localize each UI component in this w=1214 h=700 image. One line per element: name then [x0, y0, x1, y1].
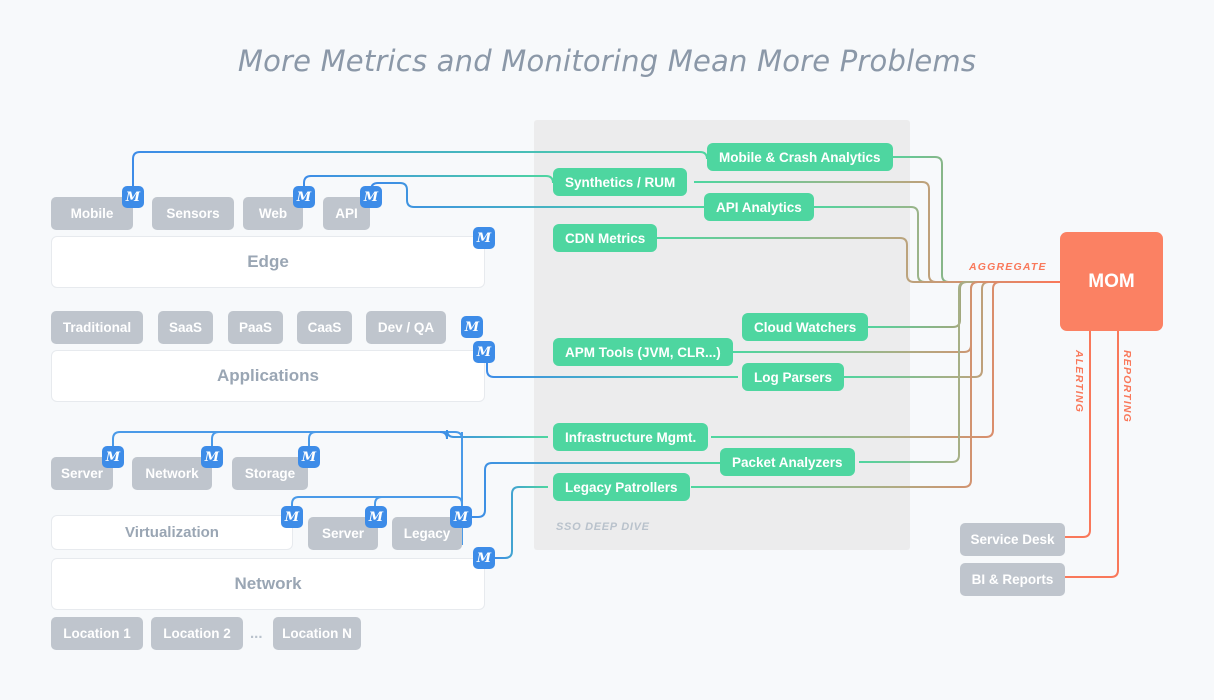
panel-label: SSO DEEP DIVE [556, 521, 650, 533]
tool-packet-analyzers[interactable]: Packet Analyzers [720, 448, 855, 476]
tool-api-analytics[interactable]: API Analytics [704, 193, 814, 221]
tool-synthetics-rum[interactable]: Synthetics / RUM [553, 168, 688, 196]
tool-infrastructure-mgmt[interactable]: Infrastructure Mgmt. [553, 423, 709, 451]
aggregate-label: AGGREGATE [969, 261, 1047, 273]
metric-badge[interactable]: M [473, 547, 495, 569]
tool-cloud-watchers[interactable]: Cloud Watchers [742, 313, 869, 341]
layer-edge: Edge [51, 236, 485, 288]
node-mobile[interactable]: Mobile [51, 197, 133, 230]
mom-box[interactable]: MOM [1060, 232, 1163, 331]
node-dev-qa[interactable]: Dev / QA [366, 311, 446, 344]
node-network[interactable]: Network [132, 457, 212, 490]
node-location-n[interactable]: Location N [273, 617, 361, 650]
node-caas[interactable]: CaaS [297, 311, 352, 344]
node-location-1[interactable]: Location 1 [51, 617, 143, 650]
metric-badge[interactable]: M [365, 506, 387, 528]
alerting-label: ALERTING [1073, 350, 1085, 414]
metric-badge[interactable]: M [293, 186, 315, 208]
metric-badge[interactable]: M [360, 186, 382, 208]
layer-applications: Applications [51, 350, 485, 402]
node-traditional[interactable]: Traditional [51, 311, 143, 344]
metric-badge[interactable]: M [473, 341, 495, 363]
metric-badge[interactable]: M [450, 506, 472, 528]
locations-ellipsis: ... [250, 625, 263, 642]
metric-badge[interactable]: M [281, 506, 303, 528]
tool-apm-tools[interactable]: APM Tools (JVM, CLR...) [553, 338, 733, 366]
metric-badge[interactable]: M [102, 446, 124, 468]
reporting-label: REPORTING [1121, 350, 1133, 424]
metric-badge[interactable]: M [122, 186, 144, 208]
node-bi-reports[interactable]: BI & Reports [960, 563, 1065, 596]
node-location-2[interactable]: Location 2 [151, 617, 243, 650]
node-storage[interactable]: Storage [232, 457, 308, 490]
node-saas[interactable]: SaaS [158, 311, 213, 344]
node-service-desk[interactable]: Service Desk [960, 523, 1065, 556]
tool-mobile-crash-analytics[interactable]: Mobile & Crash Analytics [707, 143, 893, 171]
page-title: More Metrics and Monitoring Mean More Pr… [237, 44, 977, 78]
node-sensors[interactable]: Sensors [152, 197, 234, 230]
metric-badge[interactable]: M [298, 446, 320, 468]
tool-log-parsers[interactable]: Log Parsers [742, 363, 845, 391]
layer-virtualization: Virtualization [51, 515, 293, 550]
metric-badge[interactable]: M [473, 227, 495, 249]
metric-badge[interactable]: M [461, 316, 483, 338]
tool-cdn-metrics[interactable]: CDN Metrics [553, 224, 658, 252]
metric-badge[interactable]: M [201, 446, 223, 468]
layer-network: Network [51, 558, 485, 610]
tool-legacy-patrollers[interactable]: Legacy Patrollers [553, 473, 690, 501]
node-paas[interactable]: PaaS [228, 311, 283, 344]
